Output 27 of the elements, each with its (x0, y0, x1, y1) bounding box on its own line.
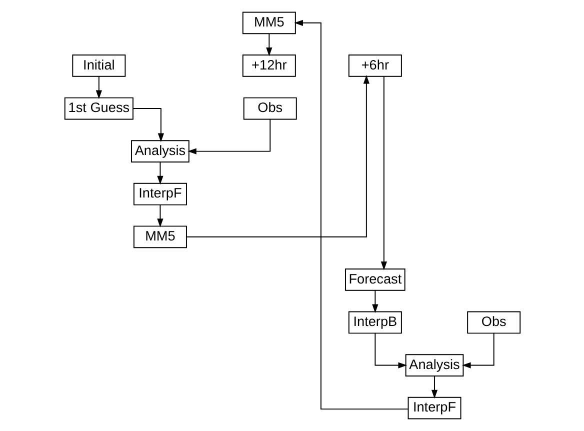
node-box: +12hr (242, 54, 296, 77)
node-box: InterpB (348, 311, 402, 334)
arrow (156, 204, 163, 228)
node-box: Analysis (404, 354, 464, 376)
arrow (430, 376, 438, 399)
node-box: +6hr (348, 54, 402, 77)
node-box: 1st Guess (64, 97, 133, 120)
arrow (186, 74, 369, 238)
arrow (294, 20, 408, 410)
arrow (187, 118, 270, 154)
arrow (374, 332, 407, 368)
node-box: MM5 (132, 226, 186, 248)
arrow (380, 76, 386, 270)
node-box: MM5 (242, 12, 296, 34)
node-box: Obs (242, 97, 296, 120)
node-box: InterpF (407, 396, 461, 420)
arrow (372, 290, 378, 314)
arrow (95, 76, 102, 100)
arrow (132, 108, 164, 142)
node-box: InterpF (132, 182, 186, 206)
node-box: Forecast (344, 268, 405, 291)
arrow (266, 33, 272, 56)
arrow (462, 332, 494, 368)
node-box: Analysis (130, 140, 189, 162)
node-box: Initial (72, 54, 126, 77)
arrow (156, 162, 163, 185)
node-box: Obs (466, 311, 520, 334)
